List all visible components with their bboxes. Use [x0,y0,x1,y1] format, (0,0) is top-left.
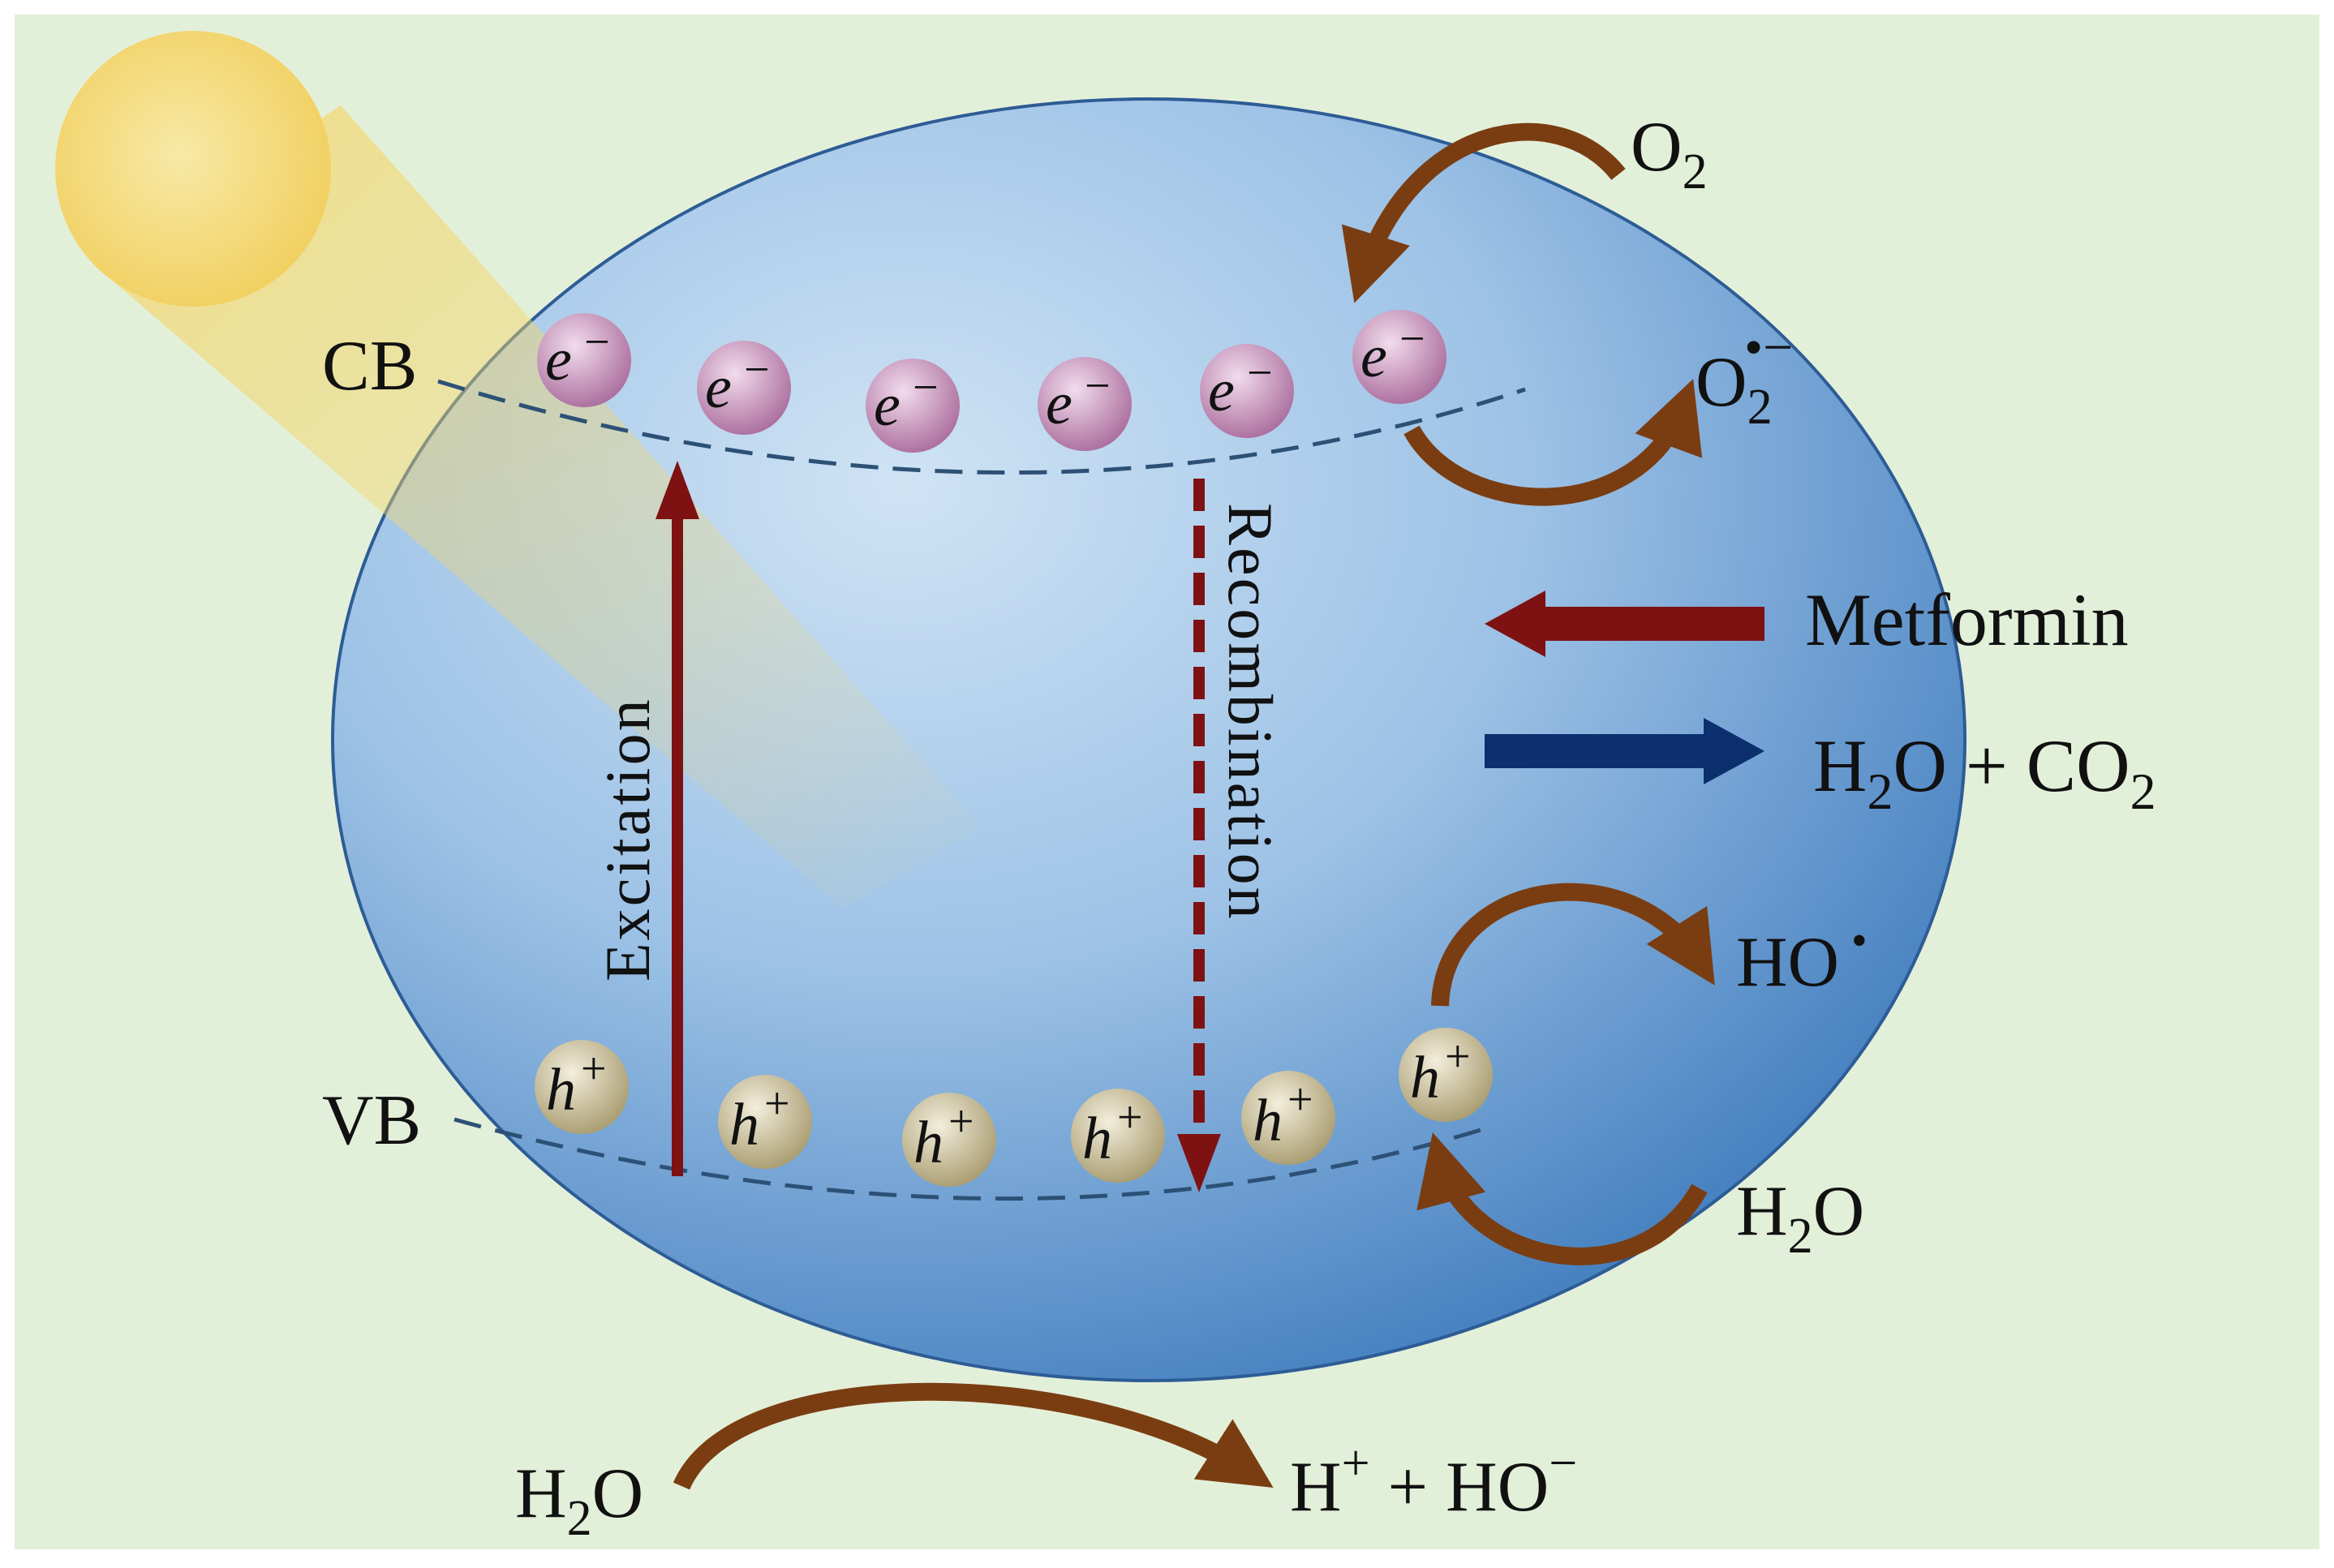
electron-5: e − [1200,344,1294,438]
svg-text:−: − [913,363,939,413]
svg-text:−: − [1399,314,1425,364]
svg-text:H2O + CO2: H2O + CO2 [1813,724,2156,820]
svg-text:−: − [1247,348,1273,398]
metformin-arrow [1485,591,1764,657]
vb-label: VB [322,1081,421,1160]
hole-1: h + [535,1040,629,1134]
svg-text:+: + [1287,1075,1313,1125]
light-beam [97,105,982,909]
svg-text:O2: O2 [1631,108,1708,200]
products-label: H2O + CO2 [1813,724,2156,820]
sun-icon [55,31,331,307]
svg-text:+: + [1445,1032,1471,1082]
svg-text:e: e [874,372,901,439]
hydroxyl-formation-arrow [1431,883,1715,1007]
superoxide-formation-arrow [1403,378,1703,506]
superoxide-label: O2 •− [1696,318,1793,435]
cb-label: CB [322,327,417,406]
svg-text:H2O: H2O [515,1454,643,1546]
svg-text:•: • [1851,916,1868,966]
o2-adsorption-arrow [1341,122,1626,303]
electron-1: e − [537,313,631,407]
svg-text:O2: O2 [1696,343,1773,435]
water-oxidation-arrow [1416,1132,1708,1265]
svg-text:+: + [764,1079,790,1129]
hole-6: h + [1399,1028,1493,1122]
hydroxyl-radical-label: HO • [1736,916,1868,1002]
svg-text:h: h [1253,1088,1283,1154]
recombination-arrow [1177,479,1221,1192]
electron-2: e − [697,341,791,435]
svg-text:−: − [584,317,610,367]
valence-band-edge [453,1117,1489,1201]
svg-text:e: e [705,354,732,421]
svg-text:+: + [948,1097,974,1147]
svg-text:H2O: H2O [1736,1172,1864,1264]
hole-row: h + h + h + h + h + h + [535,1028,1493,1187]
svg-text:e: e [545,327,572,393]
svg-text:h: h [729,1092,759,1158]
svg-text:h: h [913,1110,943,1176]
svg-text:+: + [1117,1093,1143,1143]
metformin-label: Metformin [1805,578,2129,661]
electron-3: e − [866,359,960,453]
excitation-arrow [655,461,699,1176]
water-dissociation-arrow [673,1382,1274,1490]
svg-text:h: h [1410,1045,1440,1111]
electron-6: e − [1352,310,1446,404]
excitation-label: Excitation [592,697,663,982]
hole-4: h + [1071,1089,1165,1183]
electron-4: e − [1038,357,1132,451]
svg-text:HO: HO [1736,923,1839,1002]
svg-text:−: − [744,345,770,395]
products-arrow [1485,718,1764,784]
hole-3: h + [902,1093,996,1187]
svg-text:H+ + HO−: H+ + HO− [1290,1436,1577,1527]
water-bottom-label: H2O [515,1454,643,1546]
hole-2: h + [718,1075,812,1169]
svg-text:e: e [1046,371,1072,437]
conduction-band-edge [437,379,1526,475]
dissociation-products-label: H+ + HO− [1290,1436,1577,1527]
recombination-label: Recombination [1215,503,1286,921]
hole-5: h + [1241,1071,1335,1165]
svg-text:•−: •− [1744,318,1793,377]
svg-text:e: e [1208,358,1235,424]
svg-text:−: − [1085,361,1111,411]
svg-text:+: + [581,1044,607,1094]
svg-text:h: h [1082,1106,1112,1172]
electron-row: e − e − e − e − e − e − [537,310,1446,453]
water-vb-label: H2O [1736,1172,1864,1264]
o2-label: O2 [1631,108,1708,200]
svg-text:h: h [546,1057,576,1123]
svg-text:e: e [1360,324,1387,390]
